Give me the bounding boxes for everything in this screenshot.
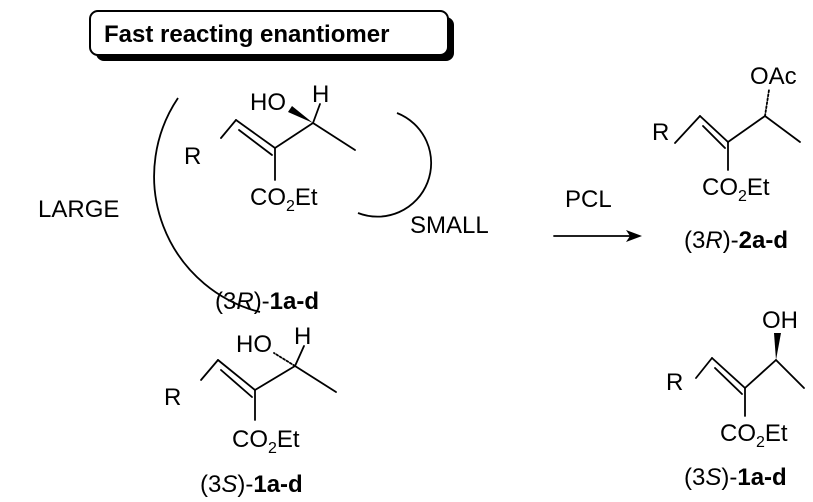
atom-H: H	[294, 323, 311, 350]
large-pocket-arc	[153, 97, 261, 313]
banner-box	[89, 10, 449, 56]
molecule-3R-alcohol: R HO H CO2Et	[184, 81, 356, 215]
small-pocket-arc	[357, 112, 433, 218]
atom-H: H	[312, 81, 329, 108]
molecule-3R-acetate: R OAc CO2Et	[652, 63, 801, 205]
wedge-bond	[774, 333, 781, 360]
molecule-3S-recovered: R OH CO2Et	[666, 307, 805, 451]
banner-text: Fast reacting enantiomer	[104, 21, 389, 48]
hashed-bond	[764, 89, 770, 117]
hashed-bond	[273, 352, 296, 367]
atom-HO: HO	[236, 331, 272, 358]
atom-R: R	[652, 119, 669, 146]
large-label: LARGE	[38, 196, 119, 223]
reaction-arrow: PCL	[553, 186, 642, 242]
atom-R: R	[184, 143, 201, 170]
atom-R: R	[164, 384, 181, 411]
label-3S-1a-d: (3S)-1a-d	[200, 471, 303, 498]
small-label: SMALL	[410, 212, 489, 239]
atom-R: R	[666, 369, 683, 396]
label-3S-recovered: (3S)-1a-d	[684, 464, 787, 491]
atom-OH: OH	[762, 307, 798, 334]
banner: Fast reacting enantiomer	[89, 10, 454, 61]
ester-group: CO2Et	[702, 174, 770, 205]
reagent-label: PCL	[565, 186, 612, 213]
arrow-head	[626, 230, 642, 242]
ester-group: CO2Et	[232, 426, 300, 457]
wedge-bond	[288, 106, 313, 123]
ester-group: CO2Et	[250, 184, 318, 215]
label-3R-1a-d: (3R)-1a-d	[215, 288, 319, 315]
ester-group: CO2Et	[720, 420, 788, 451]
atom-HO: HO	[250, 89, 286, 116]
label-3R-2a-d: (3R)-2a-d	[684, 227, 788, 254]
atom-OAc: OAc	[750, 63, 797, 90]
molecule-3S-alcohol: R HO H CO2Et	[164, 323, 337, 457]
